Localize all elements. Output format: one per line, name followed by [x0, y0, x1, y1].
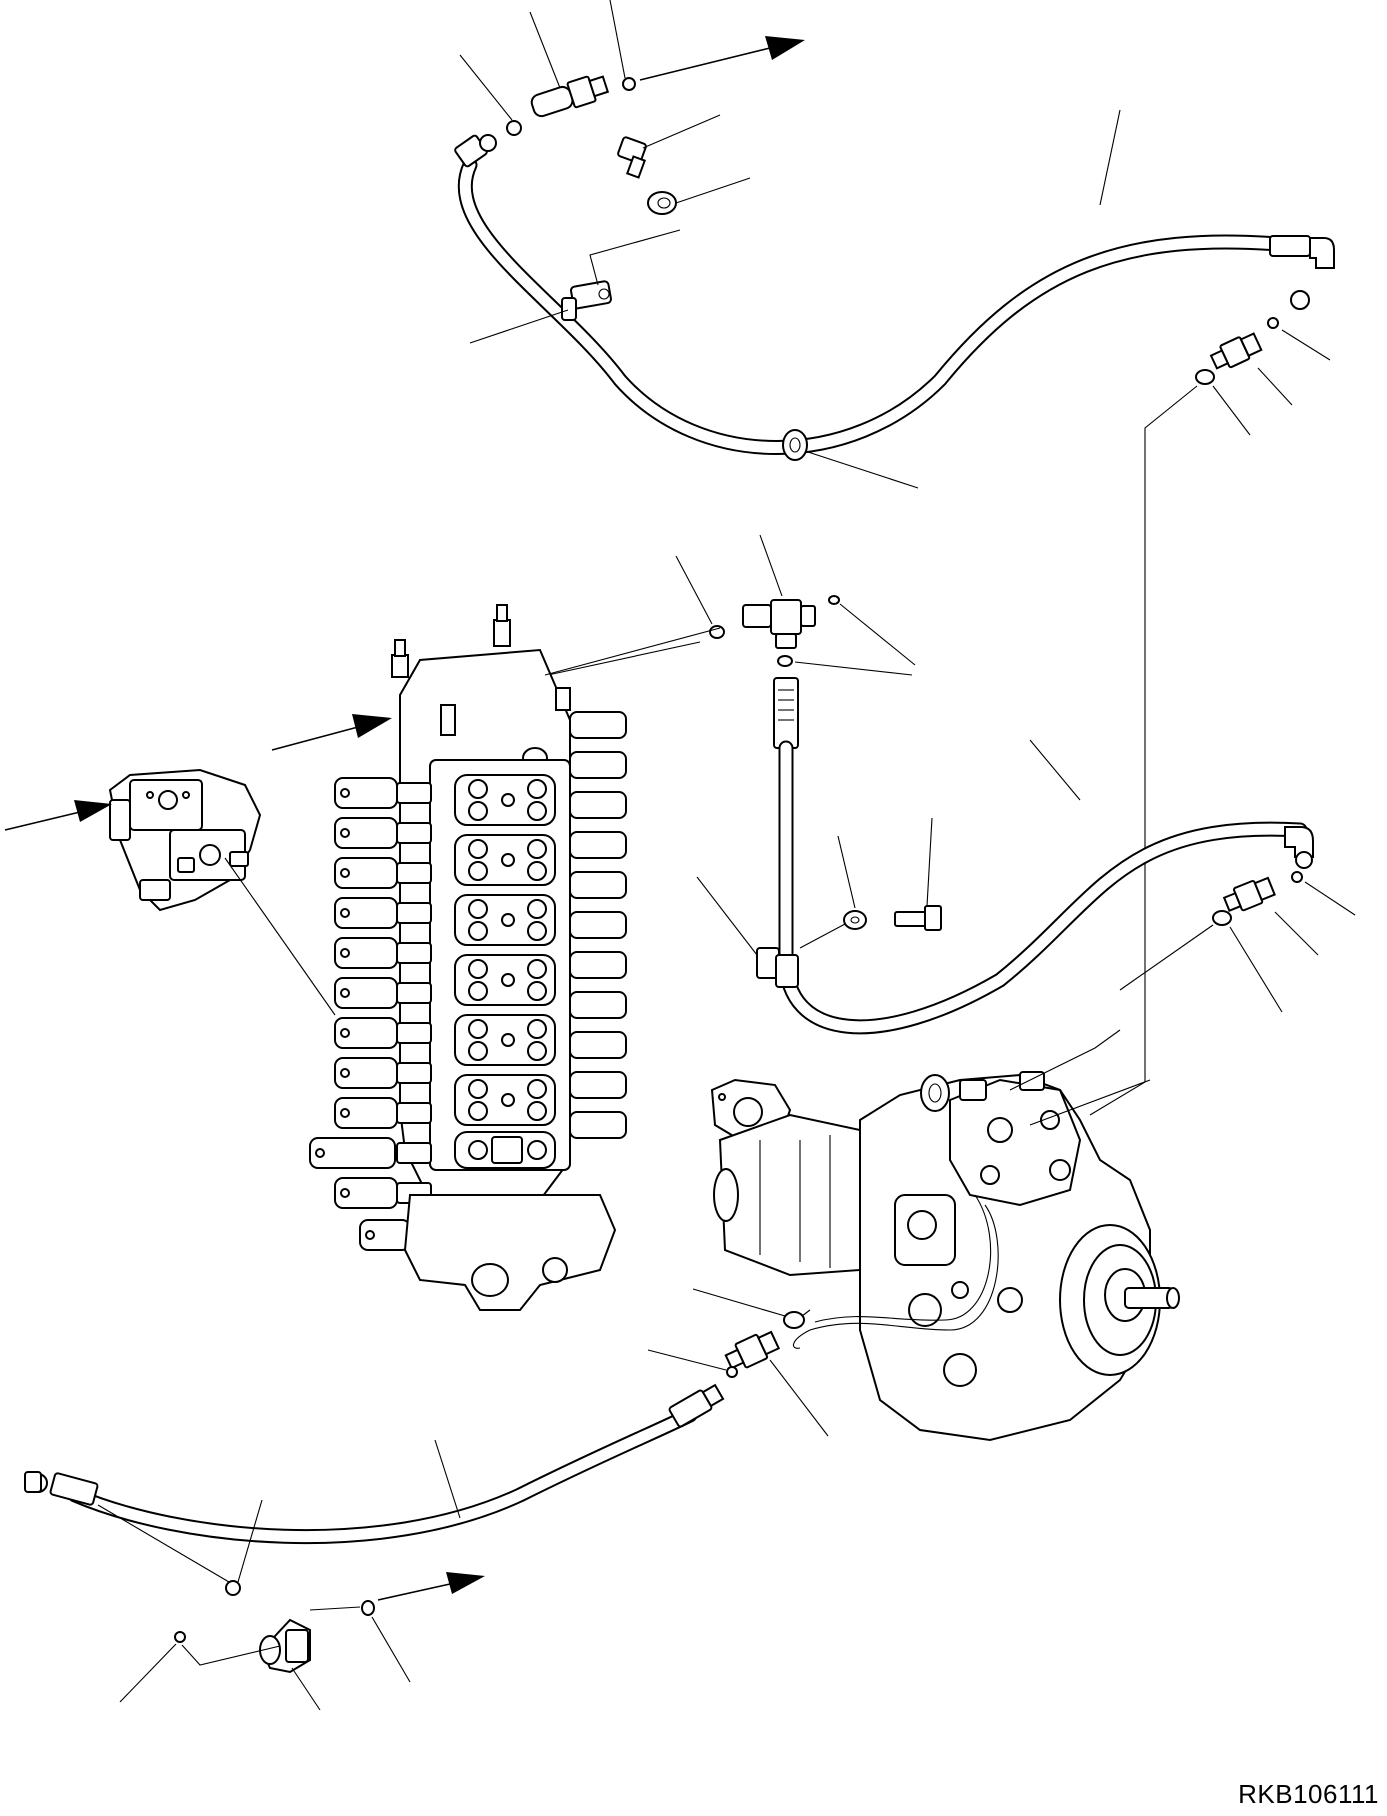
direction-arrow-bottom — [377, 1572, 485, 1601]
upper-hose-lower-clamp — [782, 429, 808, 461]
bottom-elbow-fitting — [259, 1618, 311, 1674]
hydraulic-pump — [710, 1029, 1180, 1442]
upper-hose-clamp — [561, 280, 612, 321]
top-connector — [530, 75, 610, 118]
o-ring-right-small — [1267, 317, 1279, 329]
o-ring-bottom-mid — [225, 1580, 241, 1596]
middle-bolt — [894, 905, 942, 931]
o-ring-tee-left — [709, 625, 725, 639]
valve-ports — [454, 774, 556, 1169]
upper-hose-assembly — [454, 134, 1335, 461]
o-ring-bottom-right — [361, 1600, 375, 1616]
upper-hose-right-fitting — [1269, 235, 1335, 310]
o-ring-tee-right — [828, 595, 840, 605]
control-valve-assembly — [271, 604, 721, 1311]
direction-arrow-valve — [271, 714, 392, 751]
top-bolt — [617, 136, 647, 179]
upper-hose-left-fitting — [454, 134, 497, 168]
right-middle-fittings — [1119, 826, 1356, 1013]
lower-hose-left-end — [24, 1471, 99, 1506]
o-ring-lower-small — [726, 1366, 738, 1378]
lower-connector — [724, 1330, 781, 1370]
o-ring-top-left — [506, 120, 522, 136]
tee-fitting-group — [547, 534, 1308, 1035]
middle-washer — [843, 910, 867, 930]
o-ring-lower-large — [783, 1311, 805, 1329]
lower-hose-right-end — [668, 1383, 725, 1428]
lower-hose-assembly — [24, 1288, 829, 1711]
o-ring-bottom-left — [174, 1631, 186, 1643]
tee-fitting — [742, 599, 816, 649]
right-upper-connector — [1209, 332, 1263, 370]
top-washer — [647, 191, 677, 215]
o-ring-top-right — [622, 77, 636, 91]
drawing-code: RKB106111 — [1238, 1779, 1379, 1809]
top-parts-cluster — [459, 0, 1121, 489]
solenoid-valve-block — [4, 768, 336, 1016]
o-ring-tee-bottom — [777, 655, 793, 667]
o-ring-right-large — [1195, 369, 1215, 385]
direction-arrow-top — [639, 36, 805, 81]
left-spool-caps — [309, 777, 432, 1251]
direction-arrow-solenoid — [4, 800, 112, 831]
right-upper-fittings — [1089, 317, 1331, 1116]
right-spool-caps — [569, 711, 627, 1139]
